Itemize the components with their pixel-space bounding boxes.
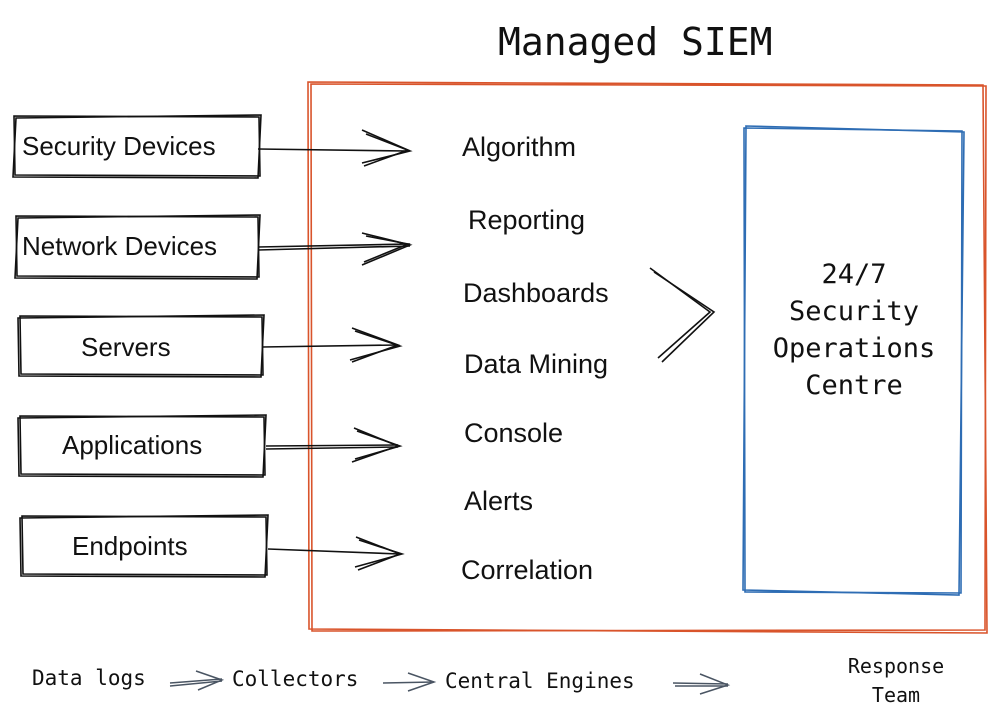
source-box-endpoints	[19, 514, 269, 578]
soc-label-line1: 24/7	[821, 259, 887, 290]
flow-label-central-engines: Central Engines	[445, 669, 635, 693]
soc-box	[742, 125, 965, 596]
flow-arrow-3	[672, 673, 731, 695]
diagram-title: Managed SIEM	[498, 20, 773, 64]
arrow-network-devices	[257, 232, 413, 266]
flow-label-collectors: Collectors	[232, 667, 359, 691]
flow-label-response-team: Response Team	[832, 652, 960, 710]
source-label-applications: Applications	[62, 430, 203, 460]
arrow-applications	[265, 427, 403, 463]
engine-item-correlation: Correlation	[461, 555, 594, 585]
chevron-to-soc-icon	[649, 267, 716, 363]
source-box-applications	[17, 414, 267, 478]
soc-label-line4: Centre	[805, 370, 903, 401]
engine-item-dashboards: Dashboards	[463, 278, 609, 308]
source-label-security-devices: Security Devices	[22, 131, 216, 161]
arrow-security-devices	[257, 129, 413, 167]
engine-item-console: Console	[464, 418, 564, 448]
engine-item-algorithm: Algorithm	[462, 132, 577, 162]
arrow-endpoints	[267, 536, 405, 571]
flow-label-data-logs: Data logs	[32, 666, 146, 690]
response-team-line2: Team	[871, 683, 921, 707]
flow-arrow-2	[382, 672, 437, 692]
engine-item-reporting: Reporting	[468, 205, 586, 235]
source-label-network-devices: Network Devices	[22, 231, 218, 261]
engine-item-data-mining: Data Mining	[464, 349, 609, 379]
response-team-line1: Response	[847, 654, 945, 678]
source-box-servers	[17, 314, 265, 378]
source-box-network-devices	[14, 214, 261, 280]
arrow-servers	[261, 327, 403, 363]
source-box-security-devices	[12, 114, 262, 179]
source-label-servers: Servers	[81, 332, 171, 362]
engine-item-alerts: Alerts	[464, 486, 534, 516]
flow-arrow-1	[169, 670, 225, 691]
soc-label: 24/7 Security Operations Centre	[748, 256, 960, 404]
soc-label-line2: Security	[788, 296, 920, 327]
soc-label-line3: Operations	[772, 333, 936, 364]
source-label-endpoints: Endpoints	[72, 531, 188, 561]
